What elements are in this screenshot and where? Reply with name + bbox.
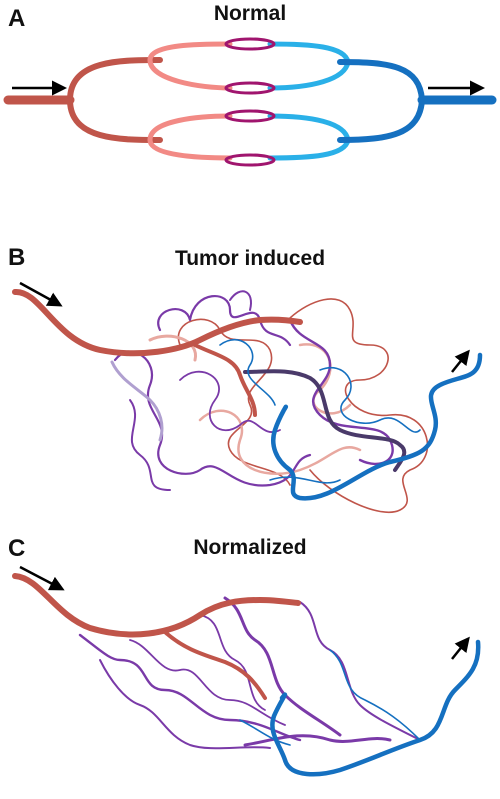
arteriole-2: [147, 57, 233, 91]
normalized-purple-vessel-3: [223, 596, 342, 737]
panel-a-letter: A: [8, 5, 25, 32]
normalized-purple-vessel-2: [129, 639, 286, 726]
tumor-artery-branch: [193, 343, 257, 417]
arteriole-3: [147, 113, 233, 143]
normalized-purple-vessel-4: [299, 601, 421, 741]
vein-upper-branch: [337, 59, 425, 103]
panel-b: B Tumor induced: [8, 244, 483, 513]
panel-c-title: Normalized: [193, 536, 306, 559]
normalized-artery-branch: [163, 630, 267, 700]
panel-c: C Normalized: [8, 535, 481, 777]
flow-arrow-icon: [19, 565, 65, 591]
normalized-purple-vessel-5: [199, 614, 266, 711]
normalized-thin-vein-2: [239, 719, 291, 746]
capillary-1: [224, 37, 276, 51]
artery-upper-branch: [67, 57, 163, 103]
panel-c-letter: C: [8, 535, 25, 562]
tumor-purple-vessel-5: [129, 399, 171, 491]
venule-1: [267, 41, 351, 65]
panel-b-letter: B: [8, 244, 25, 271]
venule-3: [267, 113, 351, 143]
normalized-purple-vessel-1: [78, 633, 302, 742]
flow-arrow-icon: [451, 636, 470, 660]
tumor-thin-vein-3: [269, 476, 341, 484]
normalized-purple-vessel-7: [243, 734, 392, 747]
capillary-2: [224, 81, 276, 95]
arteriole-1: [147, 41, 233, 63]
normal-vessel-network: [3, 37, 497, 167]
capillary-3: [224, 109, 276, 123]
tumor-purple-vessel-6: [229, 290, 252, 311]
capillary-4: [224, 153, 276, 167]
tumor-purple-vessel-4: [288, 318, 394, 466]
artery-lower-branch: [67, 97, 163, 143]
tumor-dark-vessel: [243, 369, 407, 472]
normalized-main-vein: [270, 639, 481, 777]
normalized-purple-vessel-6: [99, 659, 271, 750]
tumor-purple-vessel-1: [157, 295, 292, 347]
venule-2: [267, 59, 351, 91]
normalized-vessel-network: [12, 573, 481, 777]
flow-arrow-icon: [19, 281, 63, 307]
tumor-vessel-network: [12, 289, 483, 513]
tumor-main-vein: [271, 352, 483, 501]
tumor-main-artery: [12, 289, 303, 357]
vein-lower-branch: [337, 97, 425, 143]
tumor-pale-vessel-3: [148, 334, 197, 362]
tumor-purple-vessel-3: [179, 370, 281, 433]
normalized-main-artery: [12, 573, 301, 638]
tumor-pale-vessel-1: [198, 409, 362, 475]
tumor-thin-vein-2: [319, 367, 421, 433]
panel-b-title: Tumor induced: [175, 247, 325, 270]
tumor-thin-artery-1: [289, 298, 429, 513]
tumor-purple-vessel-2: [113, 350, 312, 487]
arteriole-4: [147, 137, 233, 161]
flow-arrow-icon: [451, 349, 470, 373]
tumor-thin-artery-2: [177, 318, 291, 486]
panel-a-title: Normal: [214, 2, 286, 25]
venule-4: [267, 137, 351, 161]
tumor-thin-vein-1: [219, 338, 276, 406]
panel-a: A Normal: [3, 2, 497, 167]
normalized-thin-vein-1: [329, 649, 421, 741]
tumor-lavender-vessel: [110, 360, 164, 442]
